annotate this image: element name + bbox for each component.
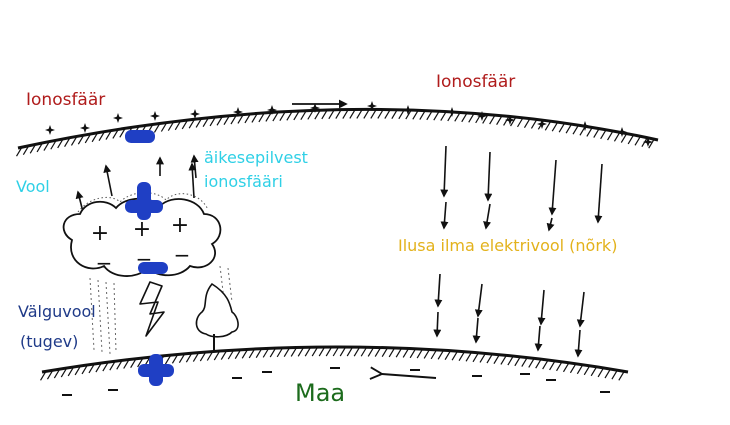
thundercloud — [62, 192, 222, 277]
star-icon — [233, 107, 243, 117]
earth-surface — [41, 345, 629, 374]
lightning-current-label-line1: Välguvool — [18, 302, 96, 321]
plus-charge-marker — [125, 182, 163, 220]
current-label: Vool — [16, 177, 50, 196]
fair-weather-current-label: Ilusa ilma elektrivool (nõrk) — [398, 236, 618, 255]
star-icon — [617, 127, 627, 137]
charge-markers — [125, 130, 174, 386]
lightning-bolt-icon — [139, 281, 165, 337]
ionosphere-label-left: Ionosfäär — [26, 90, 106, 110]
earth-negative-charges — [62, 367, 610, 396]
cloud-negative-charge: − — [174, 243, 191, 267]
star-icon — [447, 107, 457, 117]
earth-flow-arrow-icon — [382, 374, 437, 378]
star-icon — [113, 113, 123, 123]
star-icon — [477, 111, 487, 121]
ionosphere-stars — [45, 101, 653, 147]
storm-to-ionosphere-label-line2: ionosfääri — [204, 172, 283, 191]
star-icon — [80, 123, 90, 133]
star-icon — [580, 121, 590, 131]
cloud-negative-charge: − — [96, 251, 113, 275]
fair-weather-current-arrows — [433, 145, 603, 358]
lightning-current-label-line2: (tugev) — [20, 332, 79, 351]
storm-to-ionosphere-label-line1: äikesepilvest — [204, 148, 308, 167]
star-icon — [267, 105, 277, 115]
cloud-positive-charge: + — [133, 217, 151, 242]
cloud-positive-charge: + — [171, 213, 189, 238]
star-icon — [367, 101, 377, 111]
star-icon — [150, 111, 160, 121]
rain-streaks — [89, 265, 233, 355]
plus-charge-marker — [138, 354, 174, 386]
star-icon — [310, 103, 320, 113]
star-icon — [190, 109, 200, 119]
cloud-positive-charge: + — [91, 221, 109, 246]
tree-icon — [195, 282, 239, 350]
star-icon — [643, 137, 653, 147]
star-icon — [45, 125, 55, 135]
star-icon — [537, 119, 547, 129]
earth-label: Maa — [295, 379, 346, 407]
star-icon — [505, 115, 515, 125]
minus-charge-marker — [138, 262, 168, 274]
star-icon — [403, 105, 413, 115]
ionosphere-hatching — [15, 109, 655, 157]
minus-charge-marker — [125, 130, 155, 143]
earth-hatching — [40, 346, 625, 381]
ionosphere-label-right: Ionosfäär — [436, 72, 516, 92]
ionosphere-boundary — [17, 107, 659, 150]
